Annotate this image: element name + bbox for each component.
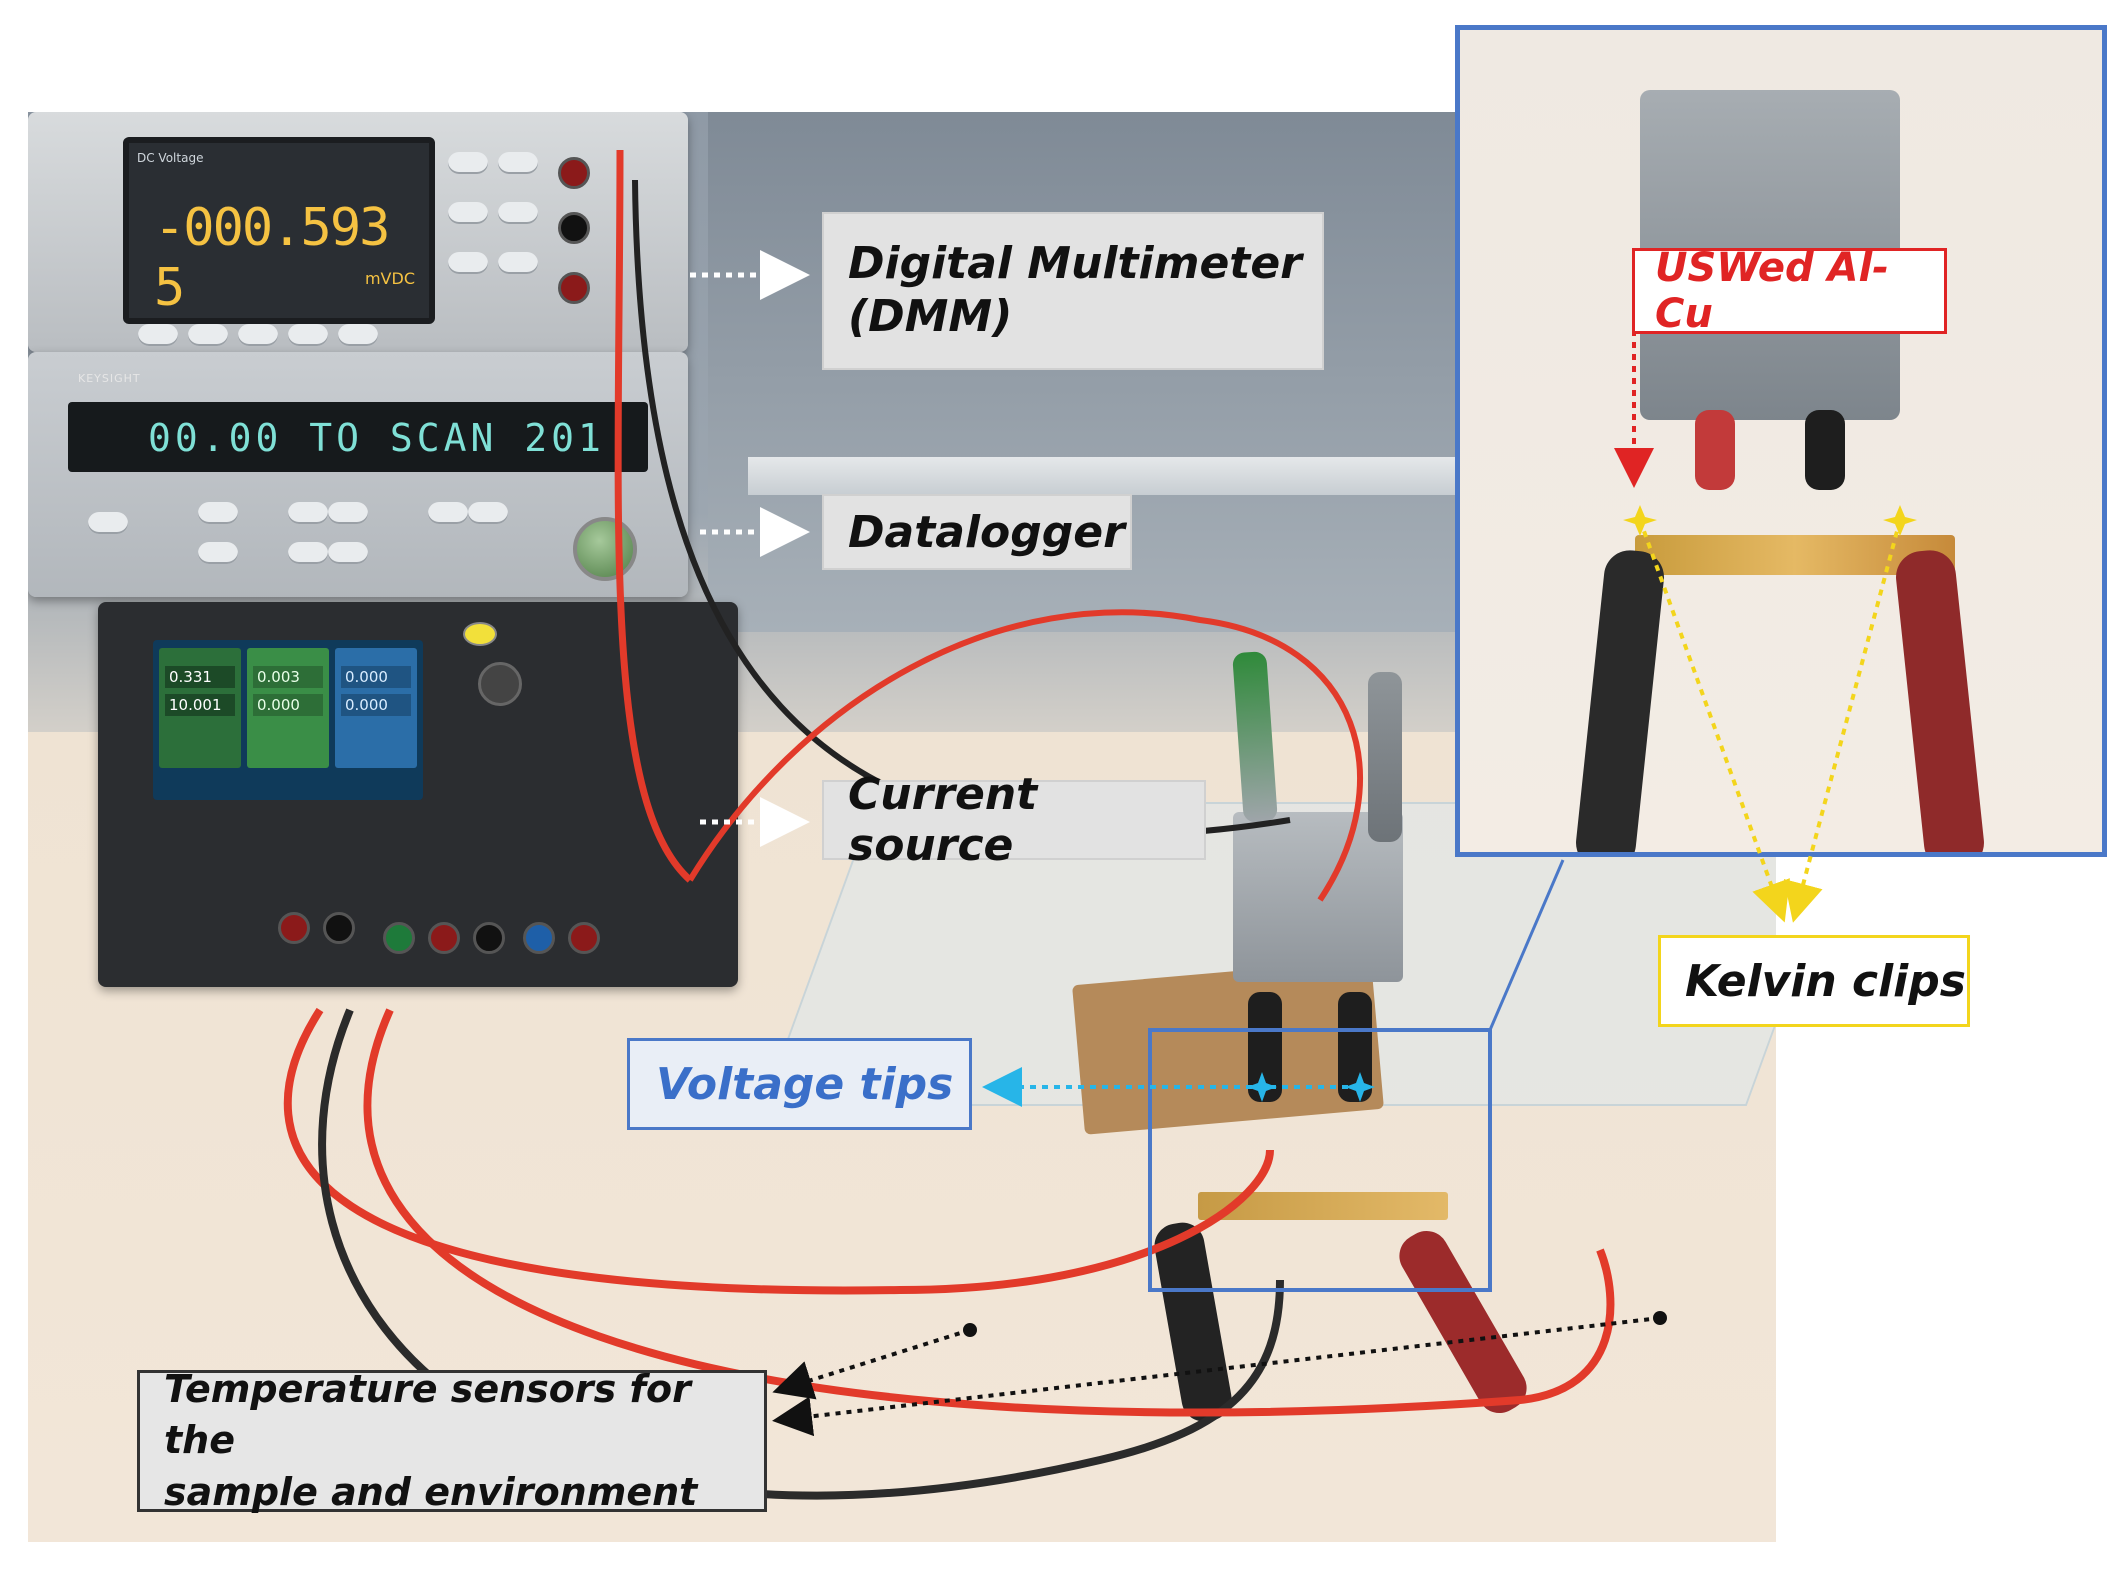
uswed-label-text: USWed Al-Cu: [1655, 245, 1889, 337]
channel-3-panel: 0.000 0.000: [335, 648, 417, 768]
dmm-key[interactable]: [498, 252, 538, 274]
current-source-label: Current source: [822, 769, 1206, 871]
red-lead: [614, 149, 693, 883]
datalogger-key[interactable]: [198, 502, 238, 524]
output-jack-red[interactable]: [568, 922, 600, 954]
temp-arrow-environment: [772, 1316, 1661, 1437]
voltage-tip-marker: [1247, 1072, 1277, 1102]
temperature-label-line2: sample and environment: [164, 1469, 698, 1514]
kelvin-arrow-left: [1638, 519, 1790, 923]
channel-2-value: 0.000: [253, 694, 323, 716]
channel-1-value: 10.001: [165, 694, 235, 716]
dmm-softkey[interactable]: [138, 324, 178, 346]
temp-sensor-marker: [963, 1323, 977, 1337]
datalogger-knob[interactable]: [573, 517, 637, 581]
dmm-mode-text: DC Voltage: [137, 151, 204, 165]
kelvin-clips-label-text: Kelvin clips: [1685, 955, 1966, 1007]
datalogger: KEYSIGHT 00.00 TO SCAN 201: [28, 352, 688, 597]
datalogger-key[interactable]: [288, 502, 328, 524]
dmm-label: Digital Multimeter (DMM): [822, 212, 1324, 370]
datalogger-key[interactable]: [88, 512, 128, 534]
temperature-label-line1: Temperature sensors for the: [164, 1367, 691, 1463]
dmm-softkey[interactable]: [338, 324, 378, 346]
sample-highlight-box: [1148, 1028, 1492, 1292]
kelvin-marker: [1623, 505, 1657, 536]
dmm-key[interactable]: [448, 252, 488, 274]
zoom-connector: [1488, 859, 1565, 1031]
dmm-key[interactable]: [498, 202, 538, 224]
zoom-inset: [1455, 25, 2107, 857]
dmm-unit: mVDC: [364, 269, 415, 288]
adjust-knob[interactable]: [478, 662, 522, 706]
output-jack-black[interactable]: [323, 912, 355, 944]
datalogger-key[interactable]: [288, 542, 328, 564]
dmm-jack-red[interactable]: [558, 272, 590, 304]
datalogger-key[interactable]: [428, 502, 468, 524]
dmm-label-line1: Digital Multimeter: [848, 238, 1302, 290]
output-jack-red[interactable]: [428, 922, 460, 954]
datalogger-label: Datalogger: [822, 494, 1132, 570]
select-key[interactable]: [463, 622, 497, 646]
datalogger-key[interactable]: [328, 542, 368, 564]
inset-voltage-tip-black: [1805, 410, 1845, 490]
red-lead: [283, 1007, 1274, 1295]
dmm-jack-red[interactable]: [558, 157, 590, 189]
gray-probe: [1368, 672, 1402, 842]
output-jack-red[interactable]: [278, 912, 310, 944]
current-source: 0.331 10.001 0.003 0.000 0.000 0.000: [98, 602, 738, 987]
output-jack-green[interactable]: [383, 922, 415, 954]
red-lead: [687, 609, 1363, 902]
channel-3-value: 0.000: [341, 666, 411, 688]
dmm-jack-black[interactable]: [558, 212, 590, 244]
digital-multimeter: DC Voltage -000.593 5 mVDC: [28, 112, 688, 352]
channel-2-panel: 0.003 0.000: [247, 648, 329, 768]
temp-arrow-sample: [772, 1328, 971, 1400]
dmm-softkey[interactable]: [288, 324, 328, 346]
channel-1-value: 0.331: [165, 666, 235, 688]
datalogger-display-text: 00.00 TO SCAN 201: [148, 416, 605, 460]
uswed-label: USWed Al-Cu: [1632, 245, 1947, 337]
dmm-softkey[interactable]: [238, 324, 278, 346]
datalogger-display: 00.00 TO SCAN 201: [68, 402, 648, 472]
inset-voltage-tip-red: [1695, 410, 1735, 490]
dmm-reading: -000.593 5: [154, 198, 390, 318]
red-lead: [363, 1008, 1615, 1417]
dmm-label-line2: (DMM): [848, 291, 1013, 342]
voltage-tips-label: Voltage tips: [627, 1038, 972, 1130]
current-source-label-text: Current source: [848, 769, 1038, 871]
datalogger-key[interactable]: [468, 502, 508, 524]
channel-1-panel: 0.331 10.001: [159, 648, 241, 768]
datalogger-key[interactable]: [198, 542, 238, 564]
dmm-key[interactable]: [448, 152, 488, 174]
kelvin-arrow-right: [1783, 519, 1902, 923]
voltage-tip-marker: [1345, 1072, 1375, 1102]
dmm-key[interactable]: [448, 202, 488, 224]
kelvin-clips-label: Kelvin clips: [1658, 935, 1970, 1027]
dmm-key[interactable]: [498, 152, 538, 174]
output-jack-blue[interactable]: [523, 922, 555, 954]
temp-sensor-marker: [1653, 1311, 1667, 1325]
temperature-sensors-label: Temperature sensors for the sample and e…: [137, 1367, 767, 1514]
datalogger-brand: KEYSIGHT: [78, 372, 141, 385]
channel-3-value: 0.000: [341, 694, 411, 716]
current-source-screen: 0.331 10.001 0.003 0.000 0.000 0.000: [153, 640, 423, 800]
channel-2-value: 0.003: [253, 666, 323, 688]
voltage-tips-label-text: Voltage tips: [656, 1058, 954, 1110]
datalogger-key[interactable]: [328, 502, 368, 524]
dmm-softkey[interactable]: [188, 324, 228, 346]
dmm-screen: DC Voltage -000.593 5 mVDC: [123, 137, 435, 324]
kelvin-marker: [1883, 505, 1917, 536]
datalogger-label-text: Datalogger: [848, 506, 1125, 558]
output-jack-black[interactable]: [473, 922, 505, 954]
